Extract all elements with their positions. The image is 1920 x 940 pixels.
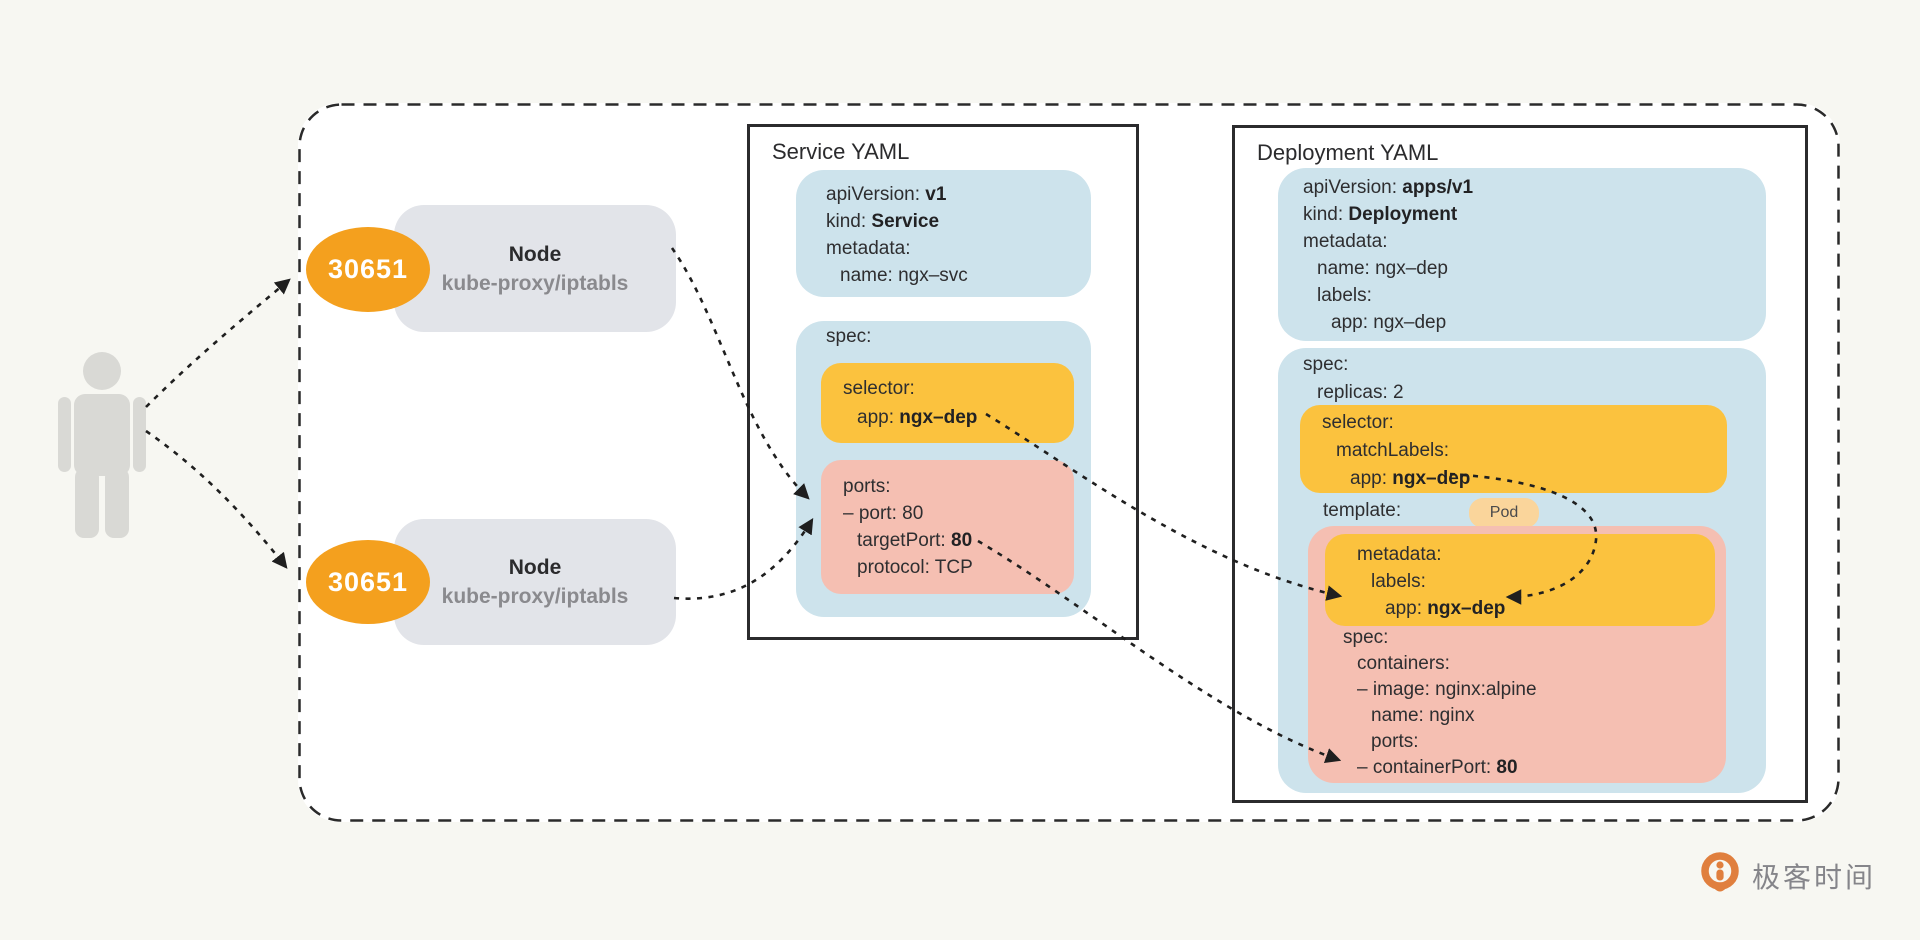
node-port-badge: 30651 bbox=[306, 227, 430, 312]
yaml-line: metadata: bbox=[1303, 231, 1388, 252]
yaml-line: template: bbox=[1323, 500, 1402, 521]
node-subtitle: kube-proxy/iptabls bbox=[441, 585, 629, 608]
geektime-logo: 极客时间 bbox=[1698, 850, 1876, 902]
yaml-line: metadata: bbox=[1357, 544, 1442, 565]
yaml-line: ports: bbox=[1371, 731, 1419, 752]
yaml-line: apiVersion: v1 bbox=[826, 184, 947, 205]
service-panel-title: Service YAML bbox=[772, 139, 910, 164]
connector-client-to-node1 bbox=[145, 278, 291, 408]
yaml-line: protocol: TCP bbox=[857, 557, 973, 578]
node-port-badge: 30651 bbox=[306, 540, 430, 624]
yaml-line: app: ngx–dep bbox=[1385, 598, 1506, 619]
pod-tag: Pod bbox=[1469, 498, 1539, 528]
yaml-line: replicas: 2 bbox=[1317, 382, 1404, 403]
node-box: Node kube-proxy/iptabls bbox=[394, 519, 676, 645]
deployment-metadata-block: apiVersion: apps/v1 kind: Deployment met… bbox=[1278, 168, 1766, 341]
yaml-line: apiVersion: apps/v1 bbox=[1303, 177, 1474, 198]
node-box: Node kube-proxy/iptabls bbox=[394, 205, 676, 332]
service-selector-block: selector: app: ngx–dep bbox=[821, 363, 1074, 443]
yaml-line: selector: bbox=[1322, 412, 1394, 433]
deployment-selector-block: selector: matchLabels: app: ngx–dep bbox=[1300, 405, 1727, 493]
yaml-line: spec: bbox=[1343, 627, 1389, 648]
person-icon bbox=[58, 352, 146, 538]
yaml-line: app: ngx–dep bbox=[857, 407, 978, 428]
yaml-line: name: ngx–dep bbox=[1317, 258, 1448, 279]
service-yaml-panel: Service YAML apiVersion: v1 kind: Servic… bbox=[747, 124, 1139, 640]
connector-client-to-node2 bbox=[145, 429, 288, 569]
deployment-spec-block: spec: replicas: 2 selector: matchLabels:… bbox=[1278, 348, 1766, 793]
logo-text: 极客时间 bbox=[1752, 862, 1877, 893]
yaml-line: app: ngx–dep bbox=[1350, 468, 1471, 489]
yaml-line: labels: bbox=[1371, 571, 1426, 592]
yaml-line: labels: bbox=[1317, 285, 1372, 306]
deployment-yaml-panel: Deployment YAML apiVersion: apps/v1 kind… bbox=[1232, 125, 1808, 803]
yaml-line: name: ngx–svc bbox=[840, 265, 968, 286]
yaml-line: containers: bbox=[1357, 653, 1450, 674]
node-subtitle: kube-proxy/iptabls bbox=[441, 271, 629, 295]
yaml-line: – image: nginx:alpine bbox=[1357, 679, 1537, 700]
node-title: Node bbox=[508, 556, 562, 579]
yaml-line: spec: bbox=[826, 326, 872, 347]
pod-template-block: metadata: labels: app: ngx–dep spec: con… bbox=[1308, 526, 1726, 783]
yaml-line: targetPort: 80 bbox=[857, 530, 973, 551]
service-metadata-block: apiVersion: v1 kind: Service metadata: n… bbox=[796, 170, 1091, 297]
yaml-line: matchLabels: bbox=[1336, 440, 1450, 461]
geektime-logo-icon bbox=[1701, 852, 1739, 892]
deployment-panel-title: Deployment YAML bbox=[1257, 140, 1439, 165]
service-ports-block: ports: – port: 80 targetPort: 80 protoco… bbox=[821, 460, 1074, 594]
yaml-line: app: ngx–dep bbox=[1331, 312, 1447, 333]
yaml-line: kind: Deployment bbox=[1303, 204, 1458, 225]
yaml-line: selector: bbox=[843, 378, 915, 399]
yaml-line: metadata: bbox=[826, 238, 911, 259]
service-spec-block: spec: selector: app: ngx–dep ports: – po… bbox=[796, 321, 1091, 617]
yaml-line: name: nginx bbox=[1371, 705, 1475, 726]
pod-metadata-block: metadata: labels: app: ngx–dep bbox=[1325, 534, 1715, 626]
yaml-line: – containerPort: 80 bbox=[1357, 757, 1518, 778]
yaml-line: spec: bbox=[1303, 354, 1349, 375]
yaml-line: kind: Service bbox=[826, 211, 940, 232]
node-title: Node bbox=[508, 242, 562, 266]
yaml-line: ports: bbox=[843, 476, 891, 497]
yaml-line: – port: 80 bbox=[843, 503, 924, 524]
